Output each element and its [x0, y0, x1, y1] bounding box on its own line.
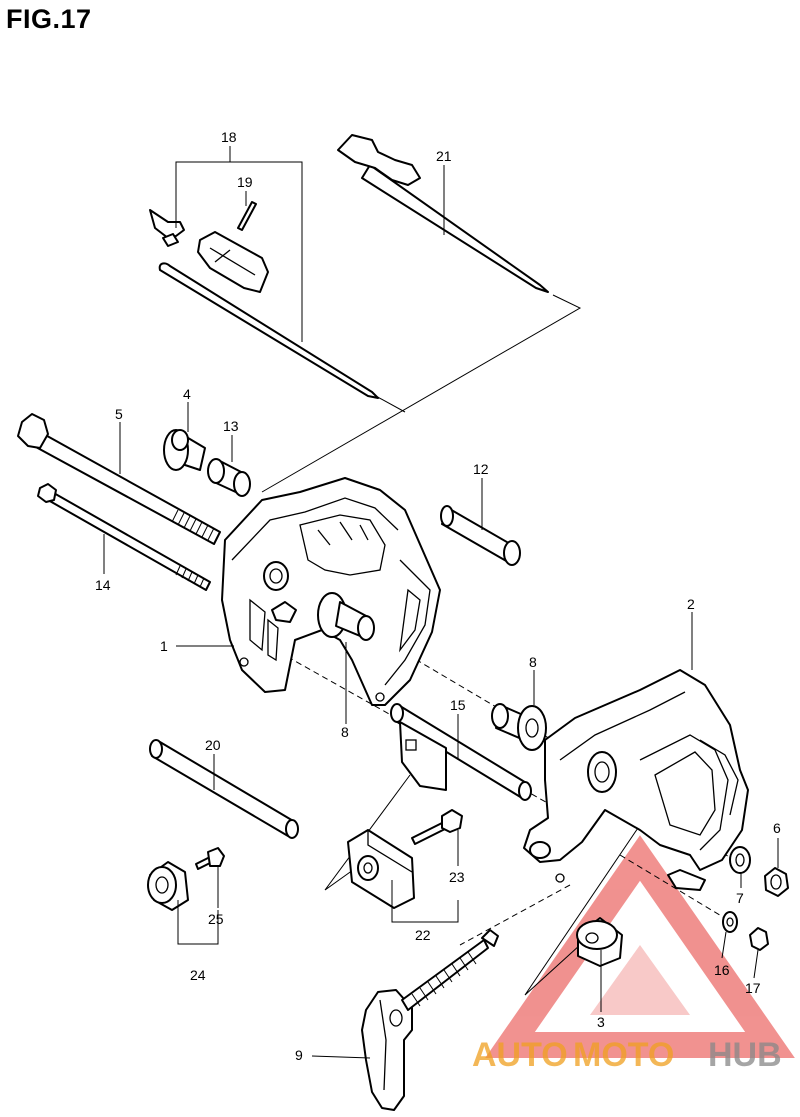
part-4-bushing	[163, 429, 206, 471]
part-15-rod	[390, 703, 532, 801]
part-12-pin	[440, 505, 521, 566]
callout-8-right: 8	[529, 654, 537, 670]
part-20-rod	[149, 739, 299, 839]
callout-18: 18	[221, 129, 237, 145]
callout-8-upper: 8	[341, 724, 349, 740]
callout-1: 1	[160, 638, 168, 654]
part-8-bushing-right	[491, 703, 547, 751]
assembly-line-21	[261, 294, 582, 493]
callout-7: 7	[736, 890, 744, 906]
callout-13: 13	[223, 418, 239, 434]
part-24-rubber-mount	[147, 861, 189, 911]
part-21-pin	[337, 134, 549, 293]
part-25-bolt	[195, 847, 225, 870]
part-7-washer	[729, 846, 751, 874]
part-9-tilt-lever	[361, 929, 499, 1111]
watermark-moto: MOTO	[573, 1036, 674, 1074]
part-23-bolt	[411, 809, 463, 845]
callout-25: 25	[208, 911, 224, 927]
part-5-bolt	[17, 413, 221, 545]
axis-line-nut	[619, 854, 729, 921]
watermark-text: AUTO MOTO HUB	[472, 1036, 782, 1074]
axis-line-spring	[459, 884, 571, 946]
callout-12: 12	[473, 461, 489, 477]
part-22-stopper-block	[347, 829, 415, 909]
part-14-bolt	[37, 483, 211, 591]
callout-labels: 1 2 3 4 5 6 7 8 8 9 12 13 14 15 16 17 18…	[95, 129, 781, 1063]
callout-6: 6	[773, 820, 781, 836]
watermark-logo	[485, 835, 795, 1058]
callout-21: 21	[436, 148, 452, 164]
callout-leaders	[103, 146, 779, 1059]
axis-line-lower	[269, 646, 561, 811]
part-18-assembly	[149, 201, 379, 399]
part-3-cap	[576, 917, 623, 967]
callout-23: 23	[449, 869, 465, 885]
callout-15: 15	[450, 697, 466, 713]
watermark-hub: HUB	[708, 1036, 782, 1074]
callout-20: 20	[205, 737, 221, 753]
callout-22: 22	[415, 927, 431, 943]
callout-19: 19	[237, 174, 253, 190]
part-16-washer	[722, 911, 738, 933]
callout-24: 24	[190, 967, 206, 983]
callout-3: 3	[597, 1014, 605, 1030]
part-8-bushing-upper	[317, 592, 375, 641]
watermark-auto: AUTO	[472, 1036, 568, 1074]
callout-4: 4	[183, 386, 191, 402]
callout-17: 17	[745, 980, 761, 996]
assembly-line-22	[324, 774, 411, 891]
callout-2: 2	[687, 596, 695, 612]
assembly-line-3	[524, 824, 641, 996]
figure-title: FIG.17	[6, 4, 92, 34]
part-17-nut	[749, 927, 769, 951]
part-13-collar	[207, 458, 251, 497]
callout-5: 5	[115, 406, 123, 422]
callout-9: 9	[295, 1047, 303, 1063]
part-1-clamp-bracket	[221, 477, 441, 706]
part-6-nut	[764, 867, 789, 897]
assembly-line-18	[373, 394, 406, 413]
callout-14: 14	[95, 577, 111, 593]
part-2-swivel-bracket	[523, 669, 749, 891]
callout-16: 16	[714, 962, 730, 978]
